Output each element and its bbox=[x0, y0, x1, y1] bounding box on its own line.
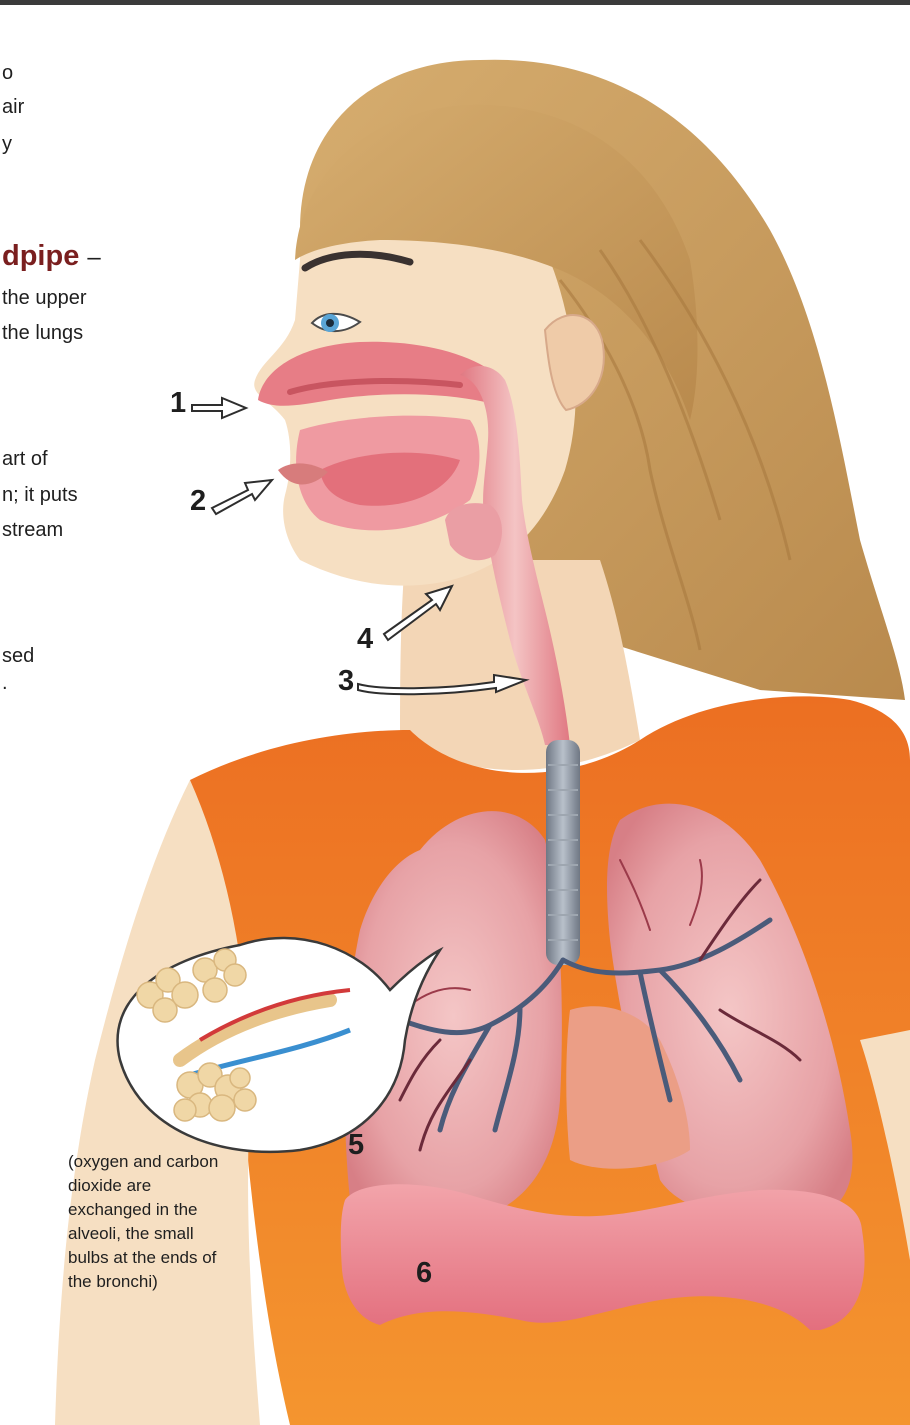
text-fragment-1: o bbox=[2, 62, 13, 85]
heading-text: dpipe bbox=[2, 240, 79, 272]
text-fragment-10: . bbox=[2, 672, 8, 695]
label-3: 3 bbox=[338, 666, 354, 696]
heading-dash: – bbox=[87, 244, 100, 271]
text-fragment-4: the upper bbox=[2, 287, 87, 310]
arrow-1 bbox=[192, 398, 246, 418]
trachea bbox=[546, 740, 580, 965]
text-fragment-5: the lungs bbox=[2, 322, 83, 345]
label-1: 1 bbox=[170, 388, 186, 418]
label-2: 2 bbox=[190, 486, 206, 516]
text-fragment-2: air bbox=[2, 96, 24, 119]
alveoli-caption: (oxygen and carbon dioxide are exchanged… bbox=[68, 1150, 238, 1294]
text-fragment-9: sed bbox=[2, 645, 34, 668]
section-heading: dpipe – bbox=[2, 240, 101, 273]
text-fragment-6: art of bbox=[2, 448, 48, 471]
text-fragment-7: n; it puts bbox=[2, 484, 78, 507]
label-6: 6 bbox=[416, 1258, 432, 1288]
arrow-2 bbox=[212, 480, 272, 514]
label-5: 5 bbox=[348, 1130, 364, 1160]
text-fragment-3: y bbox=[2, 133, 12, 156]
text-fragment-8: stream bbox=[2, 519, 63, 542]
label-4: 4 bbox=[357, 624, 373, 654]
